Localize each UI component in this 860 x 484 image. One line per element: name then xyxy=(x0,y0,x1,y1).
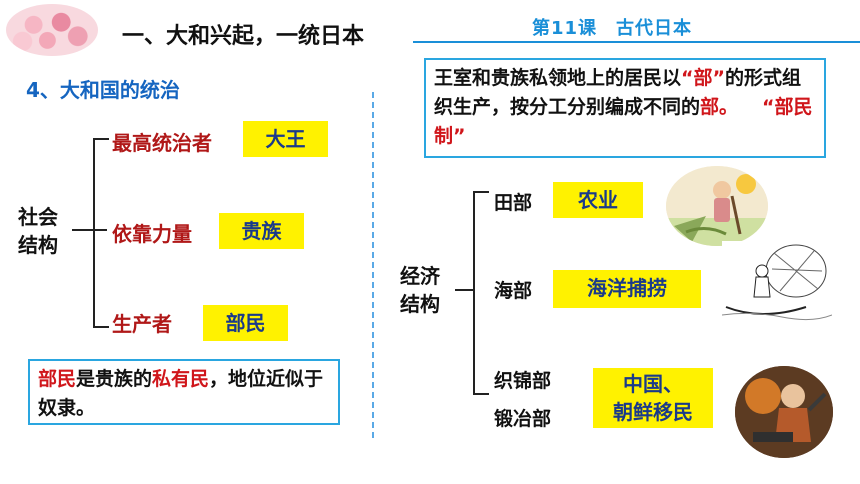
economic-bracket xyxy=(473,191,489,395)
role-label: 生产者 xyxy=(112,312,172,336)
social-bracket-tick-mid xyxy=(95,229,107,231)
explanation-text1: 王室和贵族私领地上的居民以 xyxy=(434,67,682,89)
role-value-box: 部民 xyxy=(203,305,288,341)
note-text-end: ，地位近似于奴隶。 xyxy=(38,368,324,419)
explanation-text2: 的形式组织生产，按分工分别编成不同的 xyxy=(434,67,802,118)
bumin-note: 部民是贵族的私有民，地位近似于奴隶。 xyxy=(28,359,340,425)
dept-value-box: 中国、 朝鲜移民 xyxy=(593,368,713,428)
explanation-period: 。 xyxy=(719,96,739,118)
note-term-bumin: 部民 xyxy=(38,368,77,390)
lesson-title: 第11课 古代日本 xyxy=(532,18,693,39)
dept-value-line1: 中国、 xyxy=(623,372,683,396)
fisherman-image xyxy=(721,241,833,327)
social-structure-label-line2: 结构 xyxy=(18,233,58,257)
page-title: 一、大和兴起，一统日本 xyxy=(122,24,365,49)
explanation-system: “部民制” xyxy=(434,96,813,147)
blacksmith-image xyxy=(735,366,833,458)
role-label: 依靠力量 xyxy=(112,222,192,246)
dept-label: 锻冶部 xyxy=(494,408,552,430)
dept-label: 海部 xyxy=(494,280,533,302)
column-divider xyxy=(372,92,374,438)
economic-structure-label: 经济 结构 xyxy=(400,262,448,318)
bumin-system-explanation: 王室和贵族私领地上的居民以“部”的形式组织生产，按分工分别编成不同的部。“部民制… xyxy=(424,58,826,158)
dept-value-box: 海洋捕捞 xyxy=(553,270,701,308)
dept-value-line2: 朝鲜移民 xyxy=(613,400,693,424)
role-label: 最高统治者 xyxy=(112,131,212,155)
note-text: 是贵族的 xyxy=(76,368,153,390)
social-structure-label: 社会 结构 xyxy=(18,203,66,259)
flower-decoration xyxy=(6,4,98,56)
social-structure-label-line1: 社会 xyxy=(18,205,58,229)
header-rule xyxy=(413,41,860,43)
economic-structure-label-line1: 经济 xyxy=(400,264,440,288)
role-value-box: 大王 xyxy=(243,121,328,157)
explanation-quote-bu: “部” xyxy=(681,67,725,89)
dept-label: 田部 xyxy=(494,192,533,214)
note-term-private: 私有民 xyxy=(152,368,210,390)
economic-bracket-stem xyxy=(455,289,475,291)
economic-structure-label-line2: 结构 xyxy=(400,292,440,316)
social-bracket-stem xyxy=(72,229,94,231)
dept-label: 织锦部 xyxy=(494,370,552,392)
role-value-box: 贵族 xyxy=(219,213,304,249)
explanation-bu: 部 xyxy=(700,96,720,118)
dept-value-box: 农业 xyxy=(553,182,643,218)
social-bracket xyxy=(93,138,109,328)
section-heading: 4、大和国的统治 xyxy=(26,78,180,102)
farmer-image xyxy=(666,166,768,246)
